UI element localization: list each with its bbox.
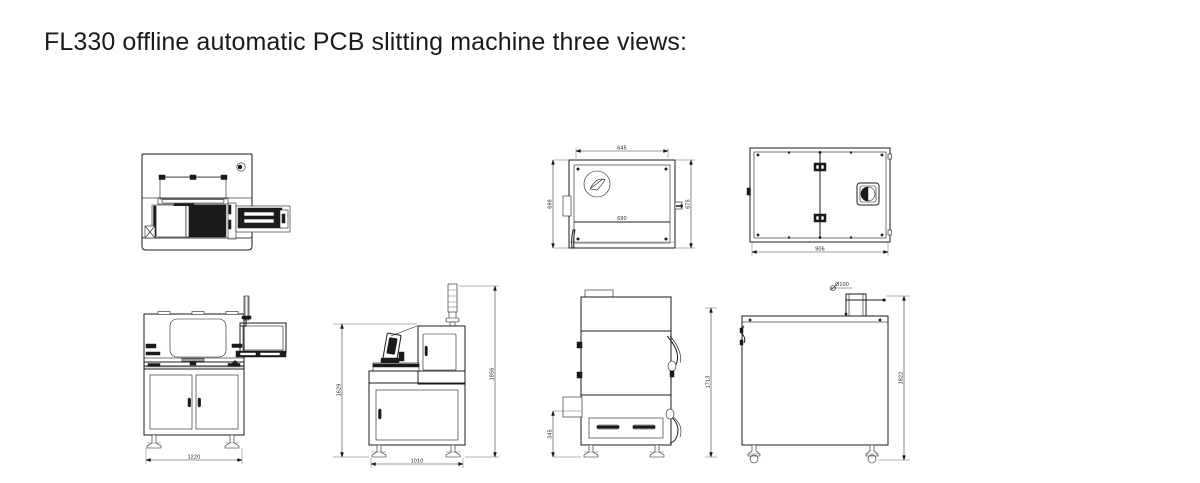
full-rear-geometry bbox=[562, 289, 682, 458]
dim-label-698: 698 bbox=[547, 199, 553, 209]
view-top-plan bbox=[128, 150, 308, 260]
dim-label-690: 690 bbox=[617, 216, 627, 222]
view-head-front: 645 690 698 675 bbox=[545, 142, 705, 262]
cabinet-side-dimensions: Ø100 1822 bbox=[835, 282, 910, 461]
head-front-dimensions: 645 690 698 675 bbox=[547, 146, 695, 249]
view-full-side: 1010 1629 1856 bbox=[333, 278, 513, 474]
dim-label-645: 645 bbox=[617, 146, 627, 152]
dim-label-906: 906 bbox=[815, 246, 825, 252]
dim-label-1856: 1856 bbox=[489, 368, 495, 381]
full-side-dimensions: 1010 1629 1856 bbox=[333, 285, 499, 468]
dim-label-diameter-100: Ø100 bbox=[835, 282, 849, 288]
head-front-geometry bbox=[562, 159, 684, 249]
dim-label-1713: 1713 bbox=[705, 376, 711, 389]
page-title: FL330 offline automatic PCB slitting mac… bbox=[44, 28, 688, 56]
dim-label-1220: 1220 bbox=[188, 454, 201, 460]
full-side-geometry bbox=[368, 283, 466, 458]
dim-label-675: 675 bbox=[685, 199, 691, 209]
full-rear-dimensions: 345 1713 bbox=[547, 307, 717, 458]
cabinet-side-geometry bbox=[739, 285, 889, 464]
head-rear-geometry bbox=[746, 147, 892, 243]
view-full-rear: 345 1713 bbox=[537, 278, 727, 474]
full-front-dimensions: 1220 bbox=[145, 448, 243, 464]
view-head-rear: 906 bbox=[736, 142, 911, 262]
view-cabinet-side: Ø100 1822 bbox=[718, 278, 918, 474]
dim-label-1629: 1629 bbox=[336, 384, 342, 397]
view-full-front: 1220 bbox=[132, 295, 312, 474]
full-front-geometry bbox=[143, 295, 287, 449]
dim-label-1822: 1822 bbox=[898, 372, 904, 385]
top-plan-geometry bbox=[141, 153, 291, 251]
dim-label-1010: 1010 bbox=[411, 458, 424, 464]
head-rear-dimensions: 906 bbox=[751, 242, 889, 256]
dim-label-345: 345 bbox=[547, 429, 553, 439]
